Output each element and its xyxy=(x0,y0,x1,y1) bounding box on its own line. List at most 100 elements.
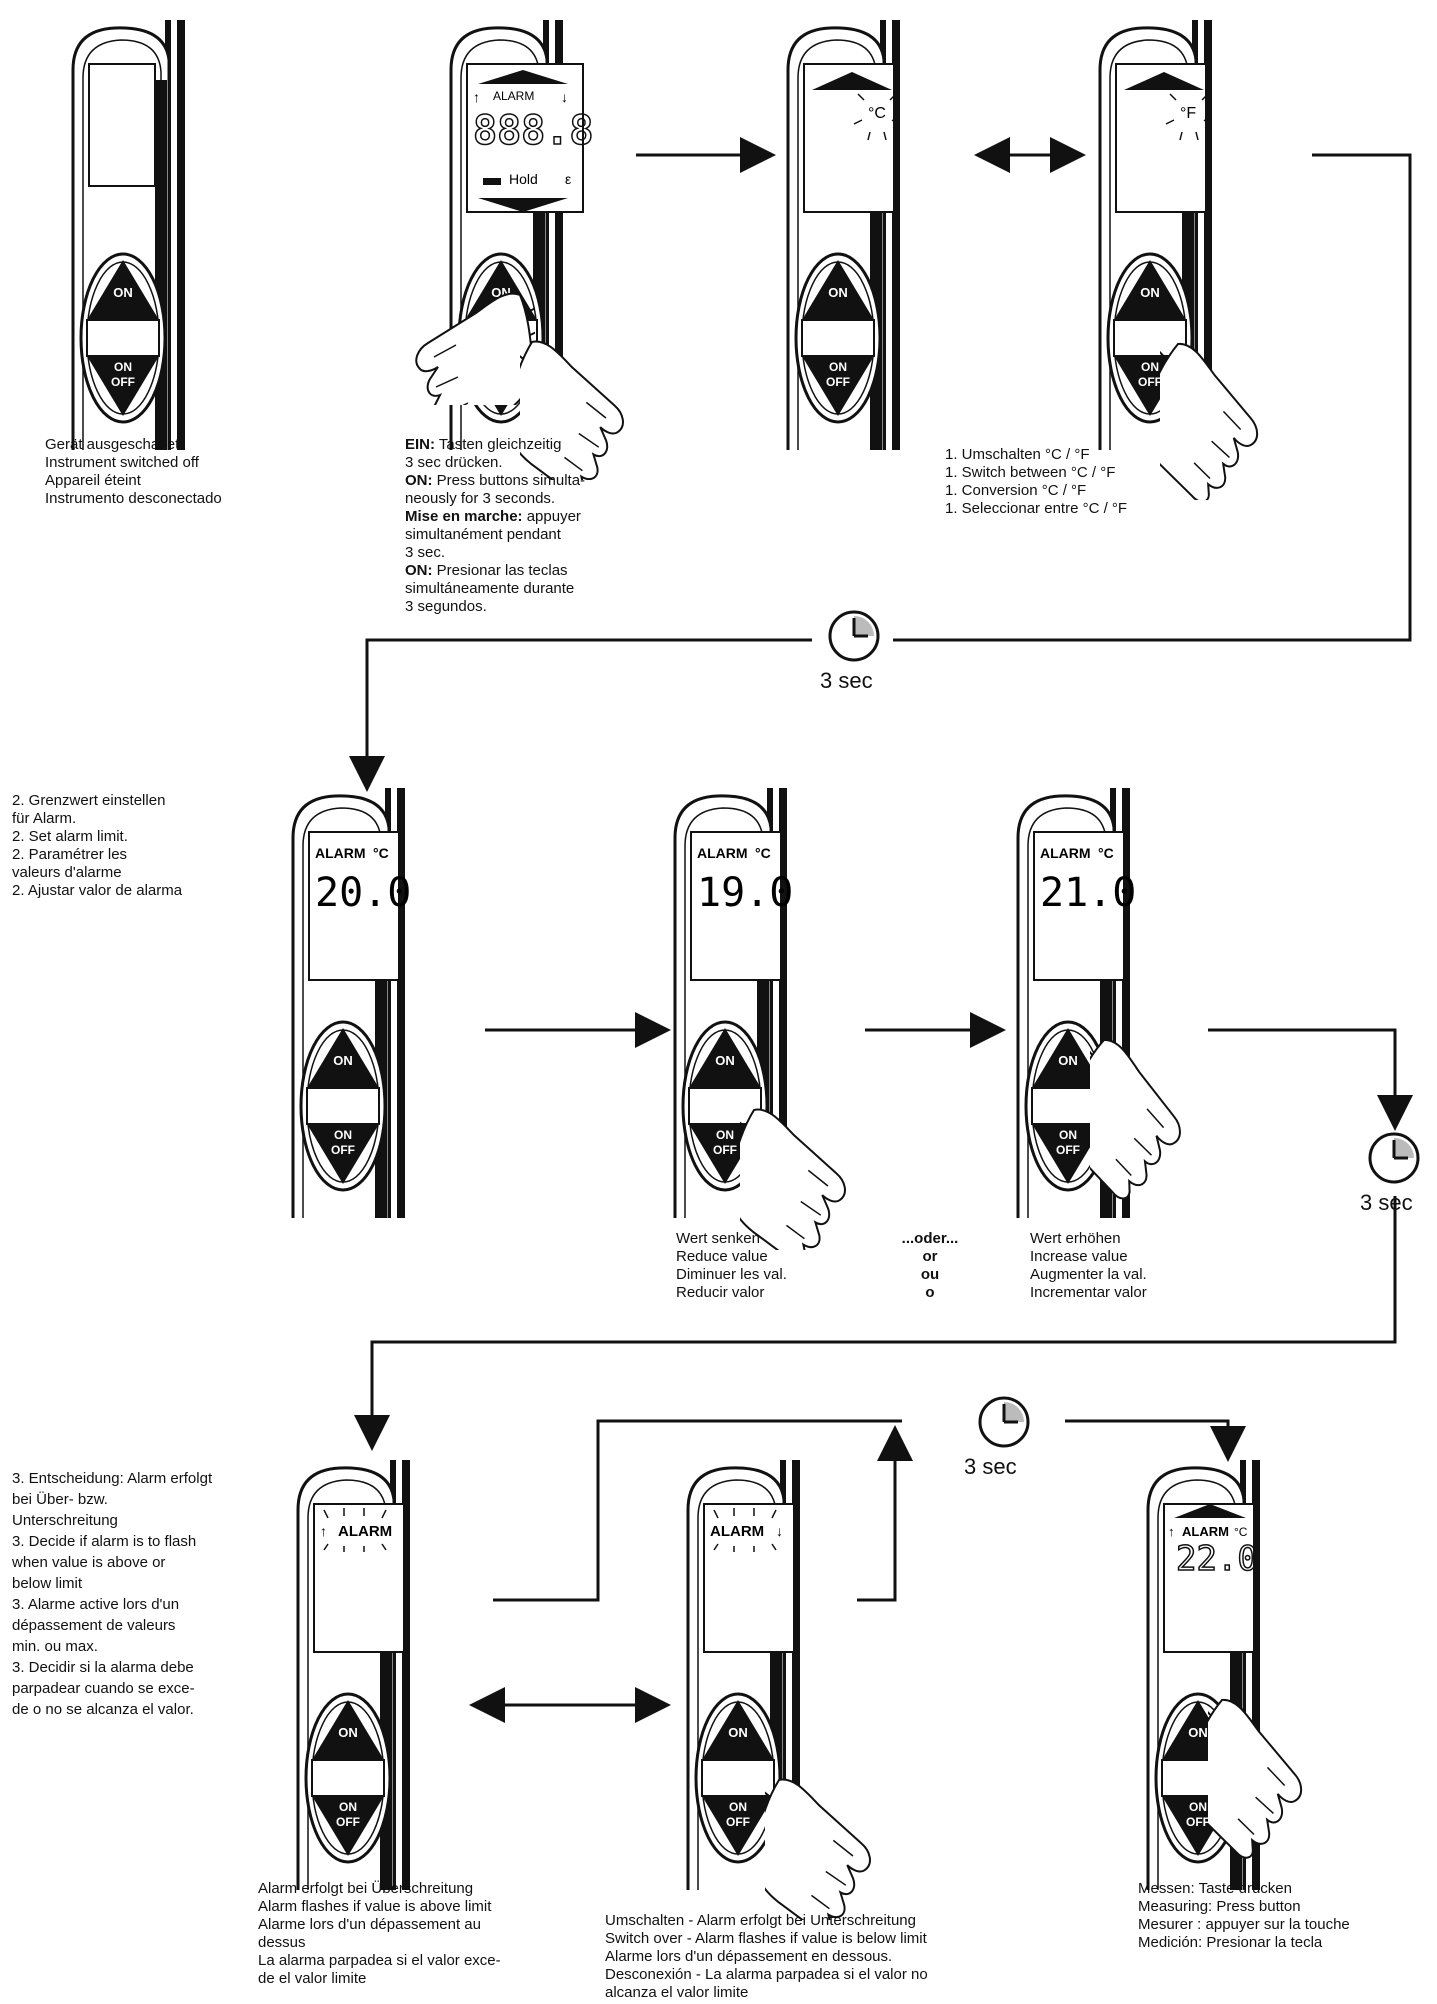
caption-power-on: EIN: Tasten gleichzeitig 3 sec drücken. … xyxy=(405,436,586,615)
battery-icon xyxy=(483,178,501,185)
hand-pointer-upper xyxy=(415,292,535,405)
svg-text:ON: ON xyxy=(828,285,848,300)
svg-text:ON: ON xyxy=(716,1128,734,1142)
timer-3: 3 sec xyxy=(964,1392,1050,1482)
svg-text:ON: ON xyxy=(715,1053,735,1068)
device-1-off: ON ON OFF xyxy=(71,20,187,452)
onoff-off-label: OFF xyxy=(111,375,135,389)
line-timer1-d5 xyxy=(349,638,812,792)
on-button-label: ON xyxy=(113,285,133,300)
hand-pointer xyxy=(1090,1030,1203,1200)
caption-increase-value: Wert erhöhen Increase value Augmenter la… xyxy=(1030,1230,1147,1301)
lcd-value: 21.0 xyxy=(1040,870,1136,916)
svg-text:ON: ON xyxy=(333,1053,353,1068)
lcd-screen xyxy=(466,63,584,213)
lcd-screen xyxy=(1033,831,1125,981)
lcd-unit: °C xyxy=(868,105,886,122)
svg-text:ON: ON xyxy=(334,1128,352,1142)
timer-label: 3 sec xyxy=(964,1454,1017,1479)
onoff-on-label: ON xyxy=(114,360,132,374)
lcd-alarm-label: ALARM xyxy=(338,1523,392,1540)
lcd-hold-label: Hold xyxy=(509,171,538,187)
device-10-measure: ↑ ALARM °C 22.0 ON ON OFF xyxy=(1146,1460,1262,1892)
lcd-value: 888.8 xyxy=(473,108,593,154)
lcd-value: 20.0 xyxy=(315,870,411,916)
svg-text:OFF: OFF xyxy=(713,1143,737,1157)
clock-icon xyxy=(1368,1132,1420,1184)
alarm-up-icon: ↑ xyxy=(473,89,480,105)
lcd-value: 22.0 xyxy=(1176,1539,1258,1579)
device-4-fahrenheit: °F ON ON OFF xyxy=(1098,20,1214,452)
lcd-up-arrow xyxy=(1174,1504,1246,1518)
timer-2: 3 sec xyxy=(1360,1128,1437,1218)
svg-text:OFF: OFF xyxy=(726,1815,750,1829)
lcd-alarm-label: ALARM xyxy=(1182,1524,1229,1539)
alarm-down-icon: ↓ xyxy=(561,89,568,105)
caption-or: ...oder... or ou o xyxy=(901,1230,959,1301)
svg-text:OFF: OFF xyxy=(331,1143,355,1157)
caption-set-limit: 2. Grenzwert einstellen für Alarm. 2. Se… xyxy=(12,792,183,899)
lcd-alarm-label: ALARM xyxy=(710,1523,764,1540)
svg-text:ON: ON xyxy=(1059,1128,1077,1142)
flash-rays xyxy=(853,93,899,141)
caption-alarm-decision: 3. Entscheidung: Alarm erfolgt bei Über-… xyxy=(12,1470,213,1718)
svg-text:ON: ON xyxy=(829,360,847,374)
lcd-alarm-label: ALARM xyxy=(493,89,534,103)
lcd-unit: °F xyxy=(1180,105,1196,122)
svg-text:ALARM: ALARM xyxy=(1040,845,1091,861)
lcd-down-arrow xyxy=(478,198,568,212)
hand-pointer xyxy=(765,1770,883,1920)
caption-alarm-below: Umschalten - Alarm erfolgt bei Unterschr… xyxy=(605,1912,928,2001)
svg-text:ON: ON xyxy=(729,1800,747,1814)
svg-text:°C: °C xyxy=(755,845,771,861)
alarm-down-icon: ↓ xyxy=(776,1523,783,1539)
caption-device-off: Gerät ausgeschaltet Instrument switched … xyxy=(45,436,222,507)
svg-text:OFF: OFF xyxy=(1056,1143,1080,1157)
lcd-alarm-label: ALARM xyxy=(315,845,366,861)
svg-text:ON: ON xyxy=(1141,360,1159,374)
svg-text:ON: ON xyxy=(338,1725,358,1740)
flash-rays xyxy=(1165,93,1211,141)
hand-pointer xyxy=(1208,1690,1323,1860)
svg-text:ON: ON xyxy=(728,1725,748,1740)
line-d9-up xyxy=(857,1425,913,1602)
svg-text:ON: ON xyxy=(1189,1800,1207,1814)
caption-unit-switch: 1. Umschalten °C / °F 1. Switch between … xyxy=(945,446,1128,517)
svg-text:OFF: OFF xyxy=(826,375,850,389)
lcd-screen xyxy=(703,1503,795,1653)
device-7-alarm-21: ALARM °C 21.0 ON ON OFF xyxy=(1016,788,1136,1220)
lcd-value: 19.0 xyxy=(697,870,793,916)
lcd-up-arrow xyxy=(1124,72,1204,90)
clock-icon xyxy=(978,1396,1030,1448)
svg-text:ON: ON xyxy=(1058,1053,1078,1068)
caption-reduce-value: Wert senken Reduce value Diminuer les va… xyxy=(676,1230,787,1301)
device-5-alarm-20: ALARM °C 20.0 ON ON OFF xyxy=(291,788,411,1220)
device-6-alarm-19: ALARM °C 19.0 ON ON OFF xyxy=(673,788,793,1220)
lcd-screen xyxy=(690,831,782,981)
timer-1: 3 sec xyxy=(820,606,900,696)
svg-text:°C: °C xyxy=(1098,845,1114,861)
alarm-up-icon: ↑ xyxy=(1168,1524,1175,1539)
line-to-timer2 xyxy=(1208,1028,1413,1131)
lcd-screen xyxy=(308,831,400,981)
svg-text:OFF: OFF xyxy=(1138,375,1162,389)
flash-rays xyxy=(713,1508,777,1552)
lcd-screen xyxy=(313,1503,405,1653)
line-to-timer1 xyxy=(893,153,1412,642)
svg-text:ON: ON xyxy=(339,1800,357,1814)
svg-text:OFF: OFF xyxy=(1186,1815,1210,1829)
lcd-epsilon: ε xyxy=(565,171,571,187)
device-2-on: ↑ ALARM ↓ 888.8 Hold ε ON ON OFF xyxy=(449,20,594,452)
timer-label: 3 sec xyxy=(1360,1190,1413,1215)
timer-label: 3 sec xyxy=(820,668,873,693)
lcd-screen xyxy=(88,63,156,187)
svg-text:ON: ON xyxy=(1188,1725,1208,1740)
svg-text:ON: ON xyxy=(1140,285,1160,300)
lcd-unit: °C xyxy=(373,845,389,861)
caption-alarm-above: Alarm erfolgt bei Überschreitung Alarm f… xyxy=(258,1880,501,1987)
svg-text:ALARM: ALARM xyxy=(697,845,748,861)
svg-text:OFF: OFF xyxy=(336,1815,360,1829)
hand-pointer xyxy=(740,1100,858,1250)
